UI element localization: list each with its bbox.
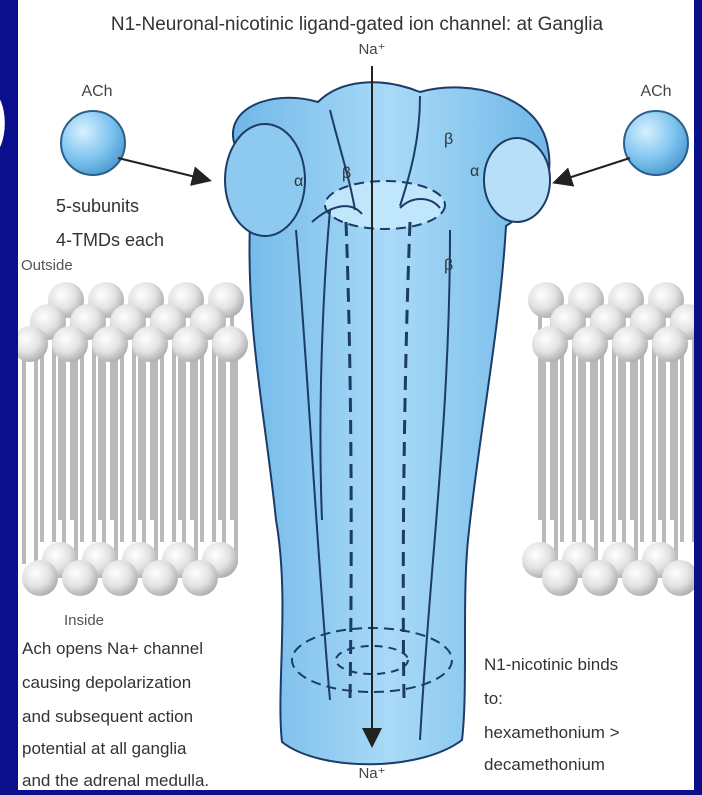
lipid-head-outer — [572, 326, 608, 362]
left-note-line: potential at all ganglia — [22, 739, 187, 758]
lipid-head-outer — [532, 326, 568, 362]
slide-right-edge — [694, 0, 702, 790]
lipid-head-outer — [132, 326, 168, 362]
lipid-head-outer — [92, 326, 128, 362]
lipid-head-inner — [662, 560, 698, 596]
figure-title: N1-Neuronal-nicotinic ligand-gated ion c… — [111, 14, 604, 35]
lipid-head-outer — [52, 326, 88, 362]
ach-ligand-right — [624, 111, 688, 175]
subunit-label-beta-front: β — [444, 257, 453, 274]
lipid-head-inner — [182, 560, 218, 596]
pore-mouth — [325, 181, 445, 229]
outside-label: Outside — [21, 257, 73, 274]
lipid-head-inner — [582, 560, 618, 596]
right-note-line: hexamethonium > — [484, 723, 620, 742]
ion-label-bottom: Na⁺ — [358, 765, 385, 782]
ligand-label-right: ACh — [640, 83, 671, 100]
lipid-head-inner — [622, 560, 658, 596]
left-note-line: Ach opens Na+ channel — [22, 639, 203, 658]
right-subunit-cap — [484, 138, 550, 222]
subunit-label-alpha-right: α — [470, 163, 479, 180]
partial-slide-glyph: ) — [0, 74, 10, 158]
ach-ligand-left — [61, 111, 125, 175]
subunit-label-beta-top-left: β — [342, 165, 351, 182]
inside-label: Inside — [64, 612, 104, 629]
right-note-line: decamethonium — [484, 755, 605, 774]
lipid-head-outer — [212, 326, 248, 362]
lipid-head-inner — [22, 560, 58, 596]
ligand-label-left: ACh — [81, 83, 112, 100]
left-note-line: and the adrenal medulla. — [22, 771, 209, 790]
lipid-head-inner — [62, 560, 98, 596]
subunits-label: 5-subunits — [56, 196, 139, 216]
lipid-head-inner — [102, 560, 138, 596]
right-note-line: N1-nicotinic binds — [484, 655, 618, 674]
subunit-label-alpha-left: α — [294, 173, 303, 190]
left-note-line: causing depolarization — [22, 673, 191, 692]
lipid-head-outer — [612, 326, 648, 362]
tmds-label: 4-TMDs each — [56, 230, 164, 250]
ion-label-top: Na⁺ — [358, 41, 385, 58]
left-subunit-cap — [225, 124, 305, 236]
subunit-label-beta-top-right: β — [444, 131, 453, 148]
lipid-head-outer — [652, 326, 688, 362]
lipid-head-inner — [542, 560, 578, 596]
right-note-line: to: — [484, 689, 503, 708]
left-note-line: and subsequent action — [22, 707, 193, 726]
lipid-head-inner — [142, 560, 178, 596]
lipid-head-outer — [172, 326, 208, 362]
